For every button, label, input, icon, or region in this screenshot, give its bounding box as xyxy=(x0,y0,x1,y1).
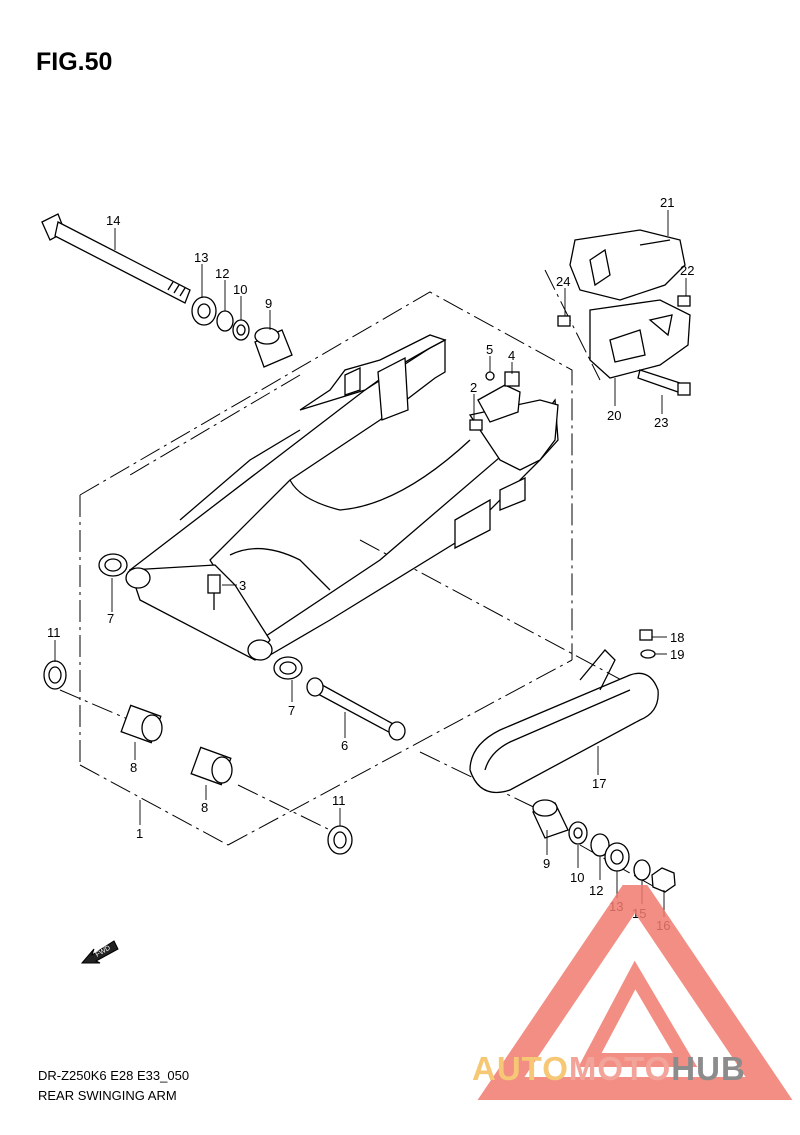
watermark-moto: MOTO xyxy=(568,1050,672,1087)
callout-12b: 12 xyxy=(589,883,603,898)
watermark-text: AUTOMOTOHUB xyxy=(472,1050,746,1088)
callout-20: 20 xyxy=(607,408,621,423)
watermark-auto: AUTO xyxy=(472,1050,569,1087)
callout-22: 22 xyxy=(680,263,694,278)
chain-guide xyxy=(557,229,691,396)
callout-14: 14 xyxy=(106,213,120,228)
callout-8a: 8 xyxy=(130,760,137,775)
callout-13a: 13 xyxy=(194,250,208,265)
chain-buffer xyxy=(469,629,659,794)
callout-21: 21 xyxy=(660,195,674,210)
swing-arm-body xyxy=(125,334,559,661)
pivot-hardware-left xyxy=(191,296,293,368)
callout-1: 1 xyxy=(136,826,143,841)
callout-7a: 7 xyxy=(107,611,114,626)
bushings xyxy=(43,553,406,855)
callout-4: 4 xyxy=(508,348,515,363)
diagram-caption: REAR SWINGING ARM xyxy=(38,1088,177,1103)
callout-8b: 8 xyxy=(201,800,208,815)
model-code: DR-Z250K6 E28 E33_050 xyxy=(38,1068,190,1083)
callout-24: 24 xyxy=(556,274,570,289)
callout-23: 23 xyxy=(654,415,668,430)
pivot-hardware-right xyxy=(532,799,676,893)
callout-2: 2 xyxy=(470,380,477,395)
callout-10a: 10 xyxy=(233,282,247,297)
chain-bracket xyxy=(469,371,521,431)
figure-title: FIG.50 xyxy=(36,48,113,76)
callout-11a: 11 xyxy=(47,625,61,640)
callout-18: 18 xyxy=(670,630,684,645)
callout-5: 5 xyxy=(486,342,493,357)
callout-10b: 10 xyxy=(570,870,584,885)
callout-11b: 11 xyxy=(332,793,346,808)
forward-arrow-icon: FWD xyxy=(80,940,119,964)
callout-19: 19 xyxy=(670,647,684,662)
leader-lines xyxy=(54,210,687,917)
grease-nipple xyxy=(207,574,221,610)
watermark-hub: HUB xyxy=(671,1050,746,1087)
callout-3: 3 xyxy=(239,578,246,593)
callout-12a: 12 xyxy=(215,266,229,281)
callout-9b: 9 xyxy=(543,856,550,871)
callout-17: 17 xyxy=(592,776,606,791)
callout-6: 6 xyxy=(341,738,348,753)
callout-7b: 7 xyxy=(288,703,295,718)
watermark-logo xyxy=(477,885,793,1100)
diagram-footer: DR-Z250K6 E28 E33_050 REAR SWINGING ARM xyxy=(38,1066,189,1106)
assembly-boundary xyxy=(59,269,661,891)
callout-9a: 9 xyxy=(265,296,272,311)
pivot-bolt xyxy=(41,213,191,304)
